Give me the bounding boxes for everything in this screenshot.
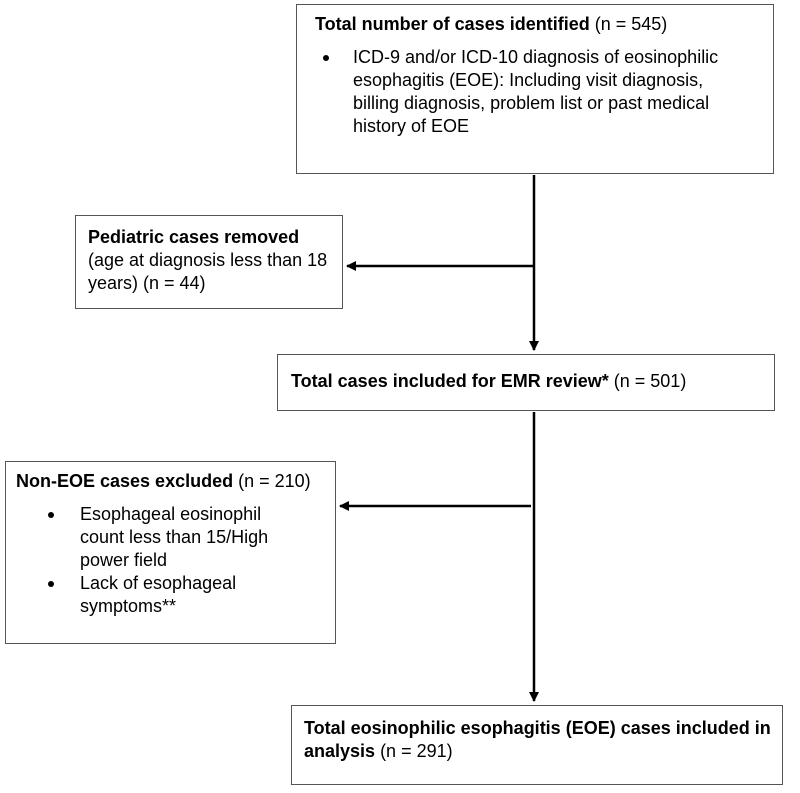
box-final-title: Total eosinophilic esophagitis (EOE) cas… (304, 718, 771, 761)
box-cases-identified-title: Total number of cases identified (315, 14, 590, 34)
box-final-count: (n = 291) (375, 741, 453, 761)
box-cases-identified-bullets: ICD-9 and/or ICD-10 diagnosis of eosinop… (315, 46, 753, 138)
box-cases-identified-count: (n = 545) (589, 14, 668, 34)
bullet-dot (48, 512, 54, 518)
box-cases-identified-heading: Total number of cases identified (n = 54… (315, 13, 753, 36)
bullet-text: Lack of esophageal symptoms** (80, 573, 237, 616)
box-cases-identified: Total number of cases identified (n = 54… (296, 4, 774, 174)
box-emr-review-count: (n = 501) (608, 371, 687, 391)
box-emr-review-title: Total cases included for EMR review* (291, 371, 609, 391)
box-non-eoe-excluded: Non-EOE cases excluded (n = 210) Esophag… (5, 461, 336, 644)
box-pediatric-removed: Pediatric cases removed (age at diagnosi… (75, 215, 343, 309)
box-pediatric-title: Pediatric cases removed (88, 227, 300, 247)
bullet-dot (323, 55, 329, 61)
bullet-text: ICD-9 and/or ICD-10 diagnosis of eosinop… (353, 47, 719, 136)
bullet-text: Esophageal eosinophil count less than 15… (80, 504, 269, 570)
box-final-analysis: Total eosinophilic esophagitis (EOE) cas… (291, 705, 783, 785)
bullet-item: Lack of esophageal symptoms** (16, 572, 327, 618)
box-non-eoe-count: (n = 210) (233, 471, 311, 491)
box-pediatric-text: (age at diagnosis less than 18 years) (n… (88, 250, 328, 293)
box-non-eoe-title: Non-EOE cases excluded (16, 471, 234, 491)
box-non-eoe-bullets: Esophageal eosinophil count less than 15… (16, 503, 327, 618)
bullet-item: Esophageal eosinophil count less than 15… (16, 503, 327, 572)
bullet-item: ICD-9 and/or ICD-10 diagnosis of eosinop… (315, 46, 753, 138)
bullet-dot (48, 581, 54, 587)
box-emr-review: Total cases included for EMR review* (n … (277, 354, 775, 411)
